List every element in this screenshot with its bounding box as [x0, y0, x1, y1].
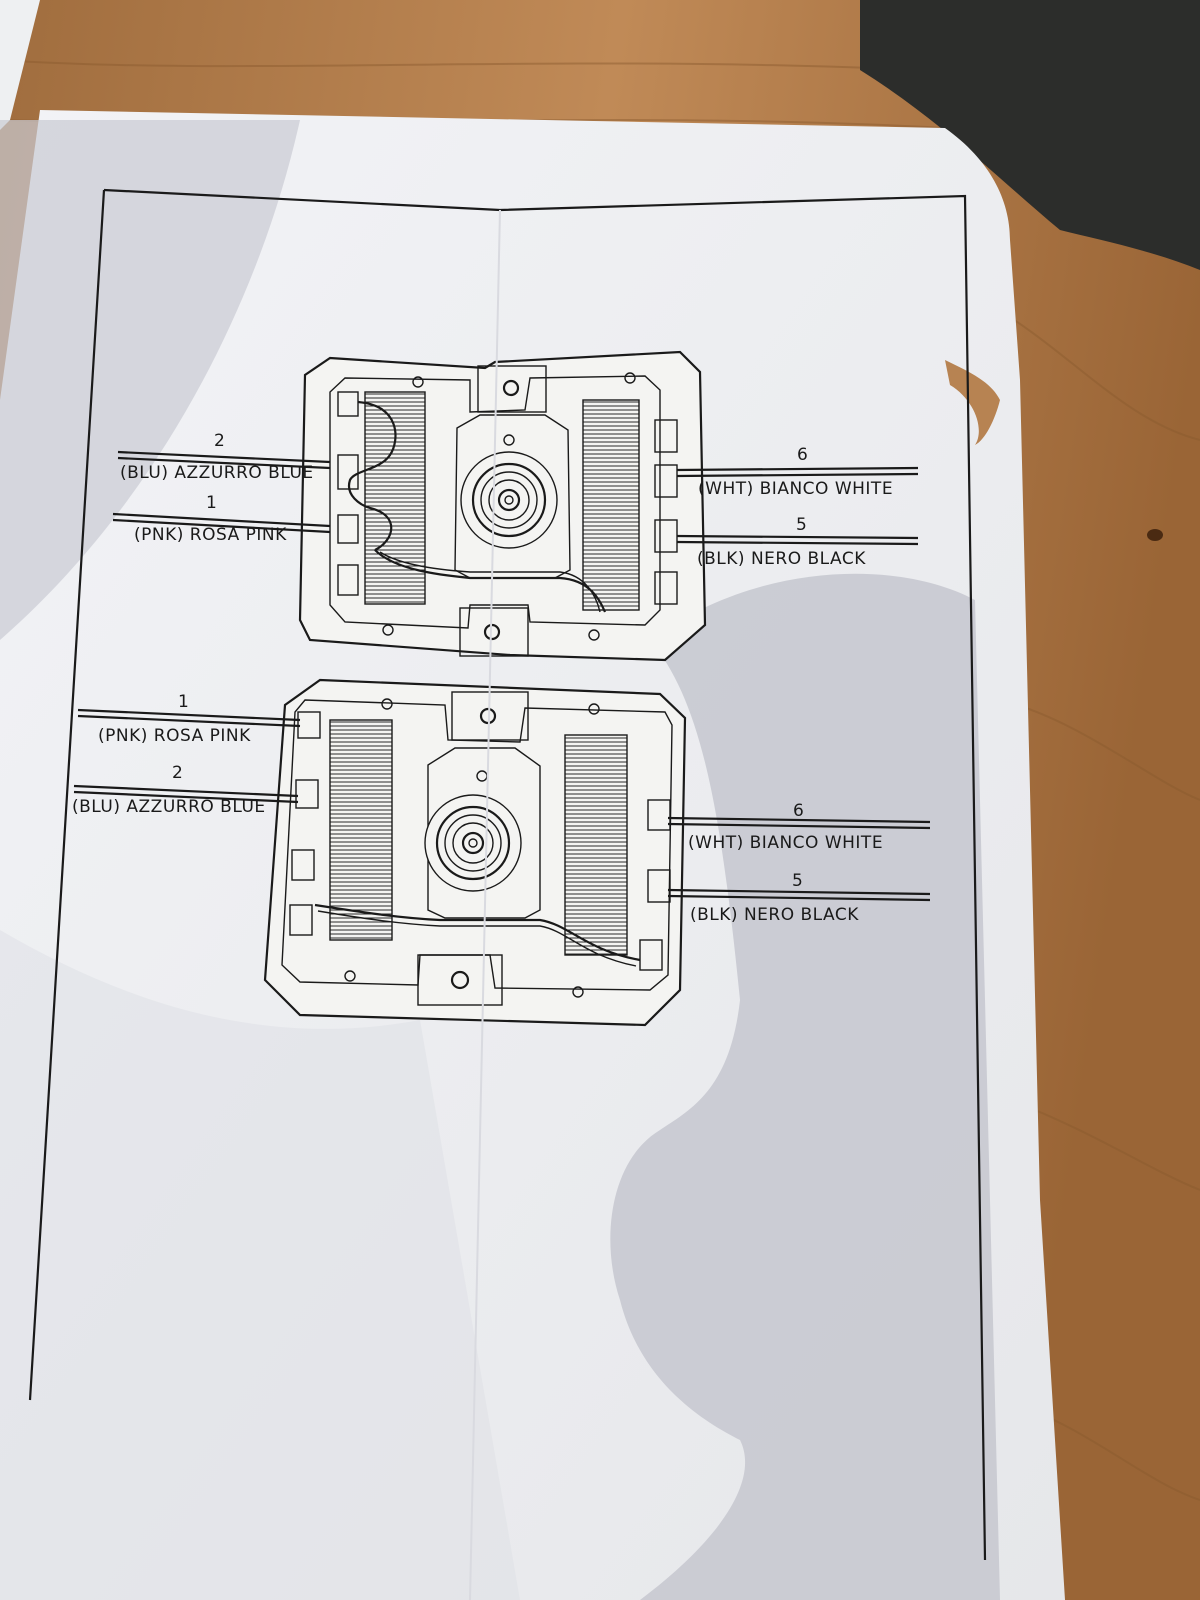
lead-terminal-5-bottom	[667, 888, 931, 902]
terminal-label: (WHT) BIANCO WHITE	[698, 479, 893, 499]
terminal-number: 2	[214, 431, 225, 451]
terminal-label: (BLU) AZZURRO BLUE	[72, 797, 266, 817]
terminal-label: (BLU) AZZURRO BLUE	[120, 463, 314, 483]
wood-knot	[1147, 529, 1163, 541]
lead-terminal-2-bottom	[73, 784, 299, 804]
motor-diagram-bottom	[263, 678, 687, 1027]
terminal-label: (BLK) NERO BLACK	[690, 905, 859, 925]
stator-coil-right	[564, 734, 628, 956]
shadow-left	[0, 120, 300, 640]
terminal-number: 1	[206, 493, 217, 513]
stator-coil-right	[582, 399, 640, 611]
lead-terminal-1-bottom	[77, 708, 301, 728]
shadow-hand	[610, 573, 1000, 1600]
terminal-label: (PNK) ROSA PINK	[134, 525, 287, 545]
motor-diagram-top	[298, 350, 707, 662]
lead-terminal-6-top	[676, 466, 919, 478]
terminal-label: (WHT) BIANCO WHITE	[688, 833, 883, 853]
terminal-number: 5	[796, 515, 807, 535]
paper-crease	[469, 209, 501, 1600]
printed-border	[28, 188, 987, 1561]
lead-terminal-6-bottom	[667, 816, 931, 830]
lead-terminal-1-top	[112, 512, 331, 534]
terminal-number: 2	[172, 763, 183, 783]
lead-terminal-5-top	[676, 534, 919, 546]
paper-tear	[945, 360, 1000, 445]
terminal-number: 1	[178, 692, 189, 712]
terminal-label: (BLK) NERO BLACK	[697, 549, 866, 569]
rotor	[460, 451, 558, 549]
terminal-number: 6	[793, 801, 804, 821]
shadow-lower-left	[0, 930, 520, 1600]
terminal-label: (PNK) ROSA PINK	[98, 726, 251, 746]
paper-sheet-corner	[0, 0, 40, 130]
stator-coil-left	[329, 719, 393, 941]
stator-coil-left	[364, 391, 426, 605]
terminal-number: 6	[797, 445, 808, 465]
dark-object	[860, 0, 1200, 270]
rotor	[424, 794, 522, 892]
lead-terminal-2-top	[117, 450, 331, 470]
terminal-number: 5	[792, 871, 803, 891]
